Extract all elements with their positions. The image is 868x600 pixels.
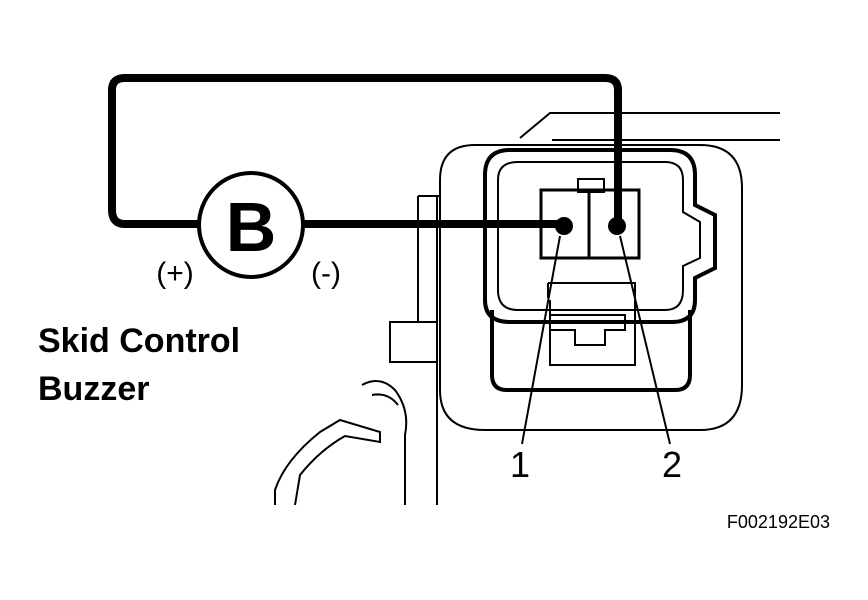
bracket-plate xyxy=(389,195,440,505)
minus-label: (-) xyxy=(311,257,341,290)
plus-label: (+) xyxy=(156,257,194,290)
latch-detail xyxy=(547,282,636,366)
component-title-line2: Buzzer xyxy=(38,370,149,408)
leader-pin-1 xyxy=(521,235,561,445)
pin-label-2: 2 xyxy=(662,444,682,485)
terminal-dot-1 xyxy=(555,217,573,235)
connector-latch xyxy=(490,310,692,392)
component-title-line1: Skid Control xyxy=(38,322,240,360)
housing-outer xyxy=(439,144,743,431)
bracket-clip xyxy=(274,380,408,506)
figure-code: F002192E03 xyxy=(727,512,830,532)
connector-housing xyxy=(439,112,780,431)
terminal-dot-2 xyxy=(608,217,626,235)
pin-leaders xyxy=(521,235,671,445)
terminal-key xyxy=(577,178,605,193)
buzzer-letter: B xyxy=(226,188,277,266)
pin-label-1: 1 xyxy=(510,444,530,485)
connector-body xyxy=(483,148,717,324)
wiring-harness xyxy=(108,74,622,228)
connector-inner xyxy=(497,161,701,311)
leader-pin-2 xyxy=(619,235,671,445)
housing-top-edge xyxy=(519,112,780,141)
buzzer-symbol xyxy=(197,171,305,279)
mounting-bracket xyxy=(274,195,440,506)
positive-wire xyxy=(108,74,622,228)
